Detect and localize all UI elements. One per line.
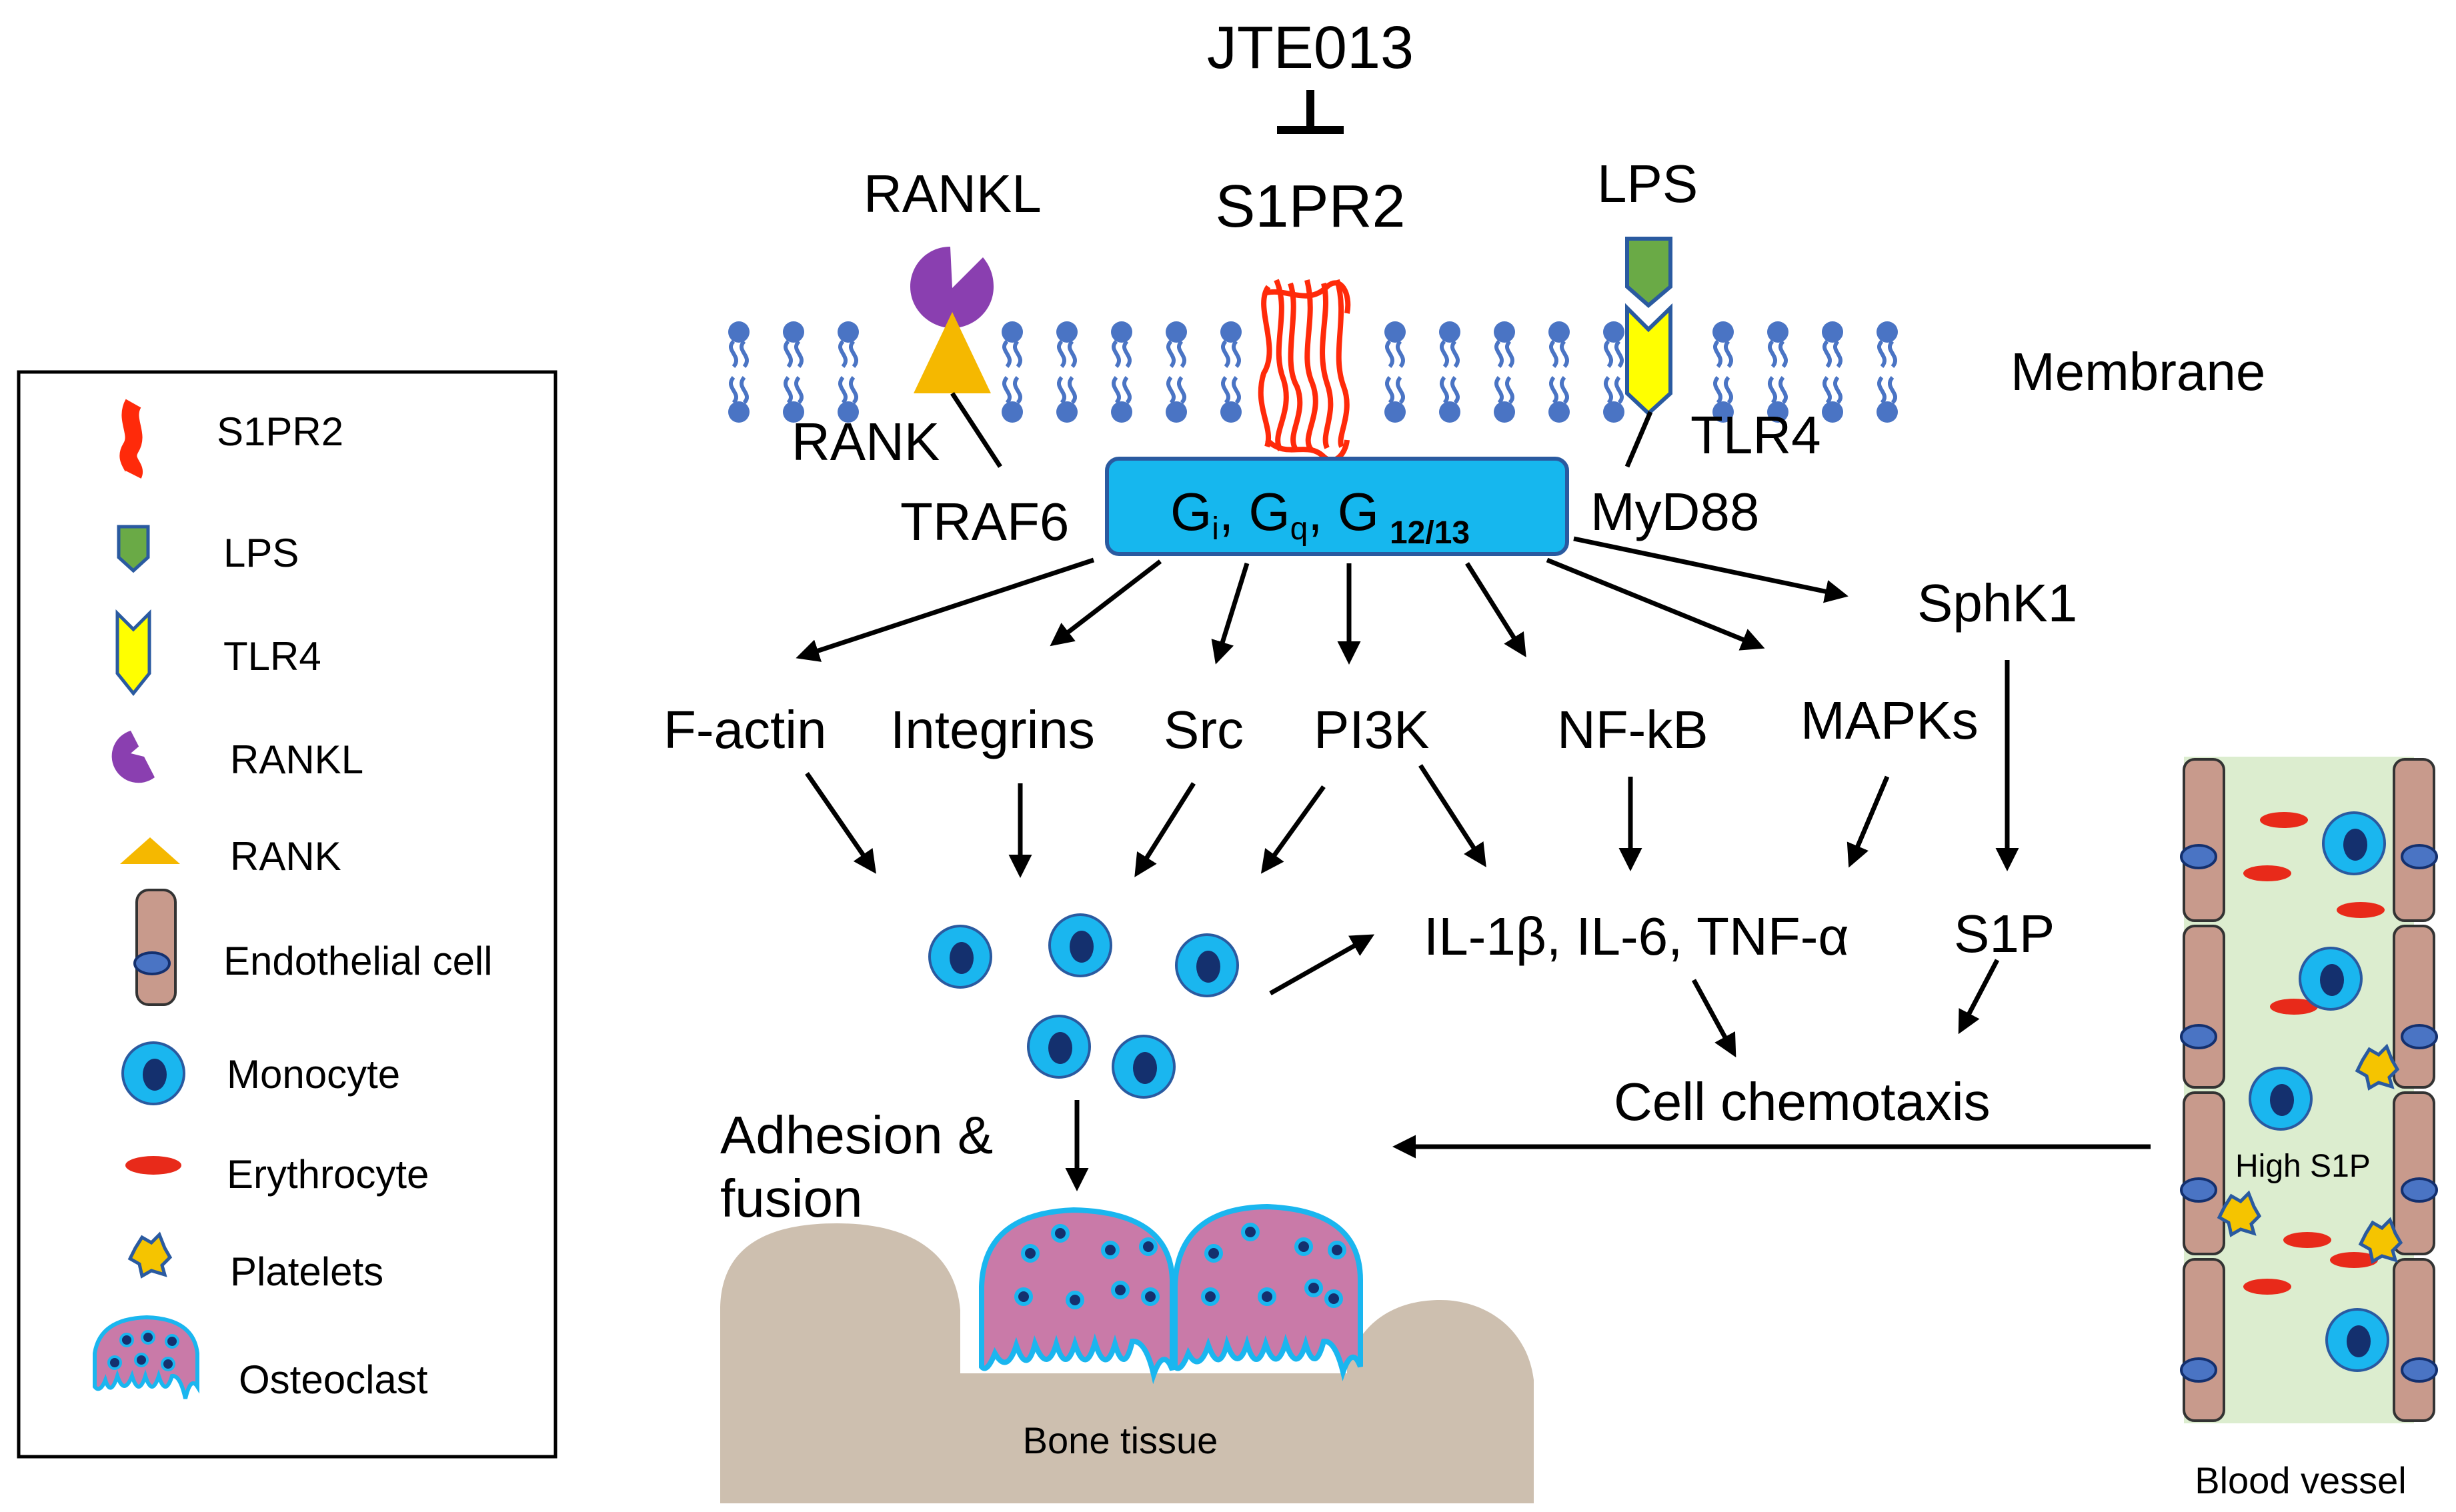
membrane-lipid (1384, 321, 1406, 423)
myd88-label: MyD88 (1590, 482, 1759, 541)
monocyte (928, 925, 992, 989)
legend-lps-icon (117, 525, 150, 573)
legend-tlr4-icon (115, 609, 151, 697)
erythrocytes (2243, 812, 2385, 1295)
vessel-label: Blood vessel (2195, 1459, 2407, 1501)
lps-label: LPS (1597, 154, 1698, 213)
membrane-lipid (1494, 321, 1515, 423)
inhibitor-label: JTE013 (1207, 15, 1414, 81)
adhesion-label-line1: Adhesion & (720, 1105, 993, 1165)
vessel-inner-label: High S1P (2235, 1149, 2371, 1184)
bone-label: Bone tissue (1023, 1419, 1218, 1461)
legend-monocyte-icon (121, 1041, 185, 1105)
endothelial-cell (2180, 925, 2225, 1089)
vessel-monocyte (2322, 811, 2386, 875)
membrane-lipid (1002, 321, 1023, 423)
monocyte (1027, 1015, 1091, 1079)
tlr4-label: TLR4 (1690, 405, 1821, 465)
effector-integrins: Integrins (890, 700, 1095, 759)
endothelial-cell (2393, 1091, 2438, 1255)
traf6-label: TRAF6 (900, 492, 1069, 551)
legend: S1PR2 LPS TLR4 RANKL RANK Endothelial ce… (17, 370, 557, 1459)
legend-label-lps: LPS (223, 531, 299, 575)
membrane-lipid (1822, 321, 1843, 423)
monocyte (1112, 1035, 1176, 1099)
chemotaxis-label: Cell chemotaxis (1614, 1072, 1991, 1131)
monocyte (1048, 913, 1112, 977)
legend-label-rankl: RANKL (230, 737, 363, 782)
membrane-lipid (1548, 321, 1570, 423)
osteoclast-pair (979, 1203, 1363, 1385)
effector-src: Src (1164, 700, 1244, 759)
endothelial-cell (2180, 1258, 2225, 1422)
tlr4-myd88-link (1624, 411, 1653, 468)
effector-sphk1: SphK1 (1917, 573, 2077, 633)
legend-label-monocyte: Monocyte (227, 1052, 400, 1097)
membrane-label: Membrane (2011, 342, 2265, 401)
legend-label-rank: RANK (230, 834, 341, 879)
tlr4-receptor-icon (1625, 303, 1672, 417)
legend-label-s1pr2: S1PR2 (217, 409, 343, 454)
endothelial-wall (2180, 758, 2438, 1422)
lps-ligand-icon (1625, 237, 1672, 308)
endothelial-cell (2393, 925, 2438, 1089)
legend-label-osteoclast: Osteoclast (239, 1357, 428, 1402)
effector-pi3k: PI3K (1314, 700, 1429, 759)
cytokines-label: IL-1β, IL-6, TNF-α (1424, 907, 1849, 966)
legend-s1pr2-icon (119, 399, 143, 479)
membrane-lipid (1166, 321, 1187, 423)
membrane-lipid (1056, 321, 1078, 423)
legend-frame (17, 370, 557, 1459)
membrane-lipid (838, 321, 859, 423)
gprotein-arrows (796, 536, 1849, 665)
rank-traf6-link (950, 392, 1002, 468)
rankl-ligand-icon (910, 247, 994, 328)
membrane-lipid (728, 321, 750, 423)
s1p-label: S1P (1954, 904, 2055, 963)
membrane-lipid (1439, 321, 1460, 423)
bone-tissue (720, 1223, 1534, 1503)
membrane-lipid (1877, 321, 1898, 423)
vessel-monocyte (2249, 1067, 2313, 1131)
blood-vessel: High S1P (2180, 757, 2438, 1423)
membrane-lipid (783, 321, 804, 423)
effector-nfkb: NF-kB (1557, 700, 1708, 759)
vessel-monocyte (2325, 1308, 2389, 1372)
legend-rankl-icon (111, 731, 158, 783)
legend-rank-icon (120, 837, 180, 864)
endothelial-cell (2393, 1258, 2438, 1422)
endothelial-cell (2180, 1091, 2225, 1255)
effector-factin: F-actin (664, 700, 827, 759)
inhibition-symbol (1277, 90, 1344, 134)
receptor-label: S1PR2 (1215, 173, 1405, 240)
legend-label-tlr4: TLR4 (223, 634, 321, 679)
endothelial-cell (2180, 758, 2225, 922)
legend-erythrocyte-icon (125, 1156, 181, 1175)
legend-label-platelets: Platelets (230, 1249, 383, 1294)
effector-mapks: MAPKs (1800, 691, 1979, 750)
membrane-lipid (1603, 321, 1624, 423)
legend-label-endothelial: Endothelial cell (223, 939, 493, 983)
endothelial-cell (2393, 758, 2438, 922)
g-protein-complex (1105, 457, 1569, 556)
rank-receptor-icon (914, 312, 991, 393)
vessel-monocyte (2299, 947, 2363, 1011)
rank-label: RANK (792, 412, 940, 471)
adhesion-label-line2: fusion (720, 1169, 862, 1228)
legend-endothelial-icon (133, 889, 177, 1006)
s1pr2-receptor-icon (1258, 279, 1351, 463)
legend-osteoclast-icon (93, 1315, 199, 1399)
membrane-lipid (1111, 321, 1132, 423)
effector-arrows (805, 660, 2151, 1191)
membrane-lipid (1220, 321, 1242, 423)
monocyte (1175, 933, 1239, 997)
rankl-label: RANKL (864, 164, 1042, 223)
monocyte-cluster (928, 913, 1239, 1099)
legend-label-erythrocyte: Erythrocyte (227, 1152, 429, 1197)
